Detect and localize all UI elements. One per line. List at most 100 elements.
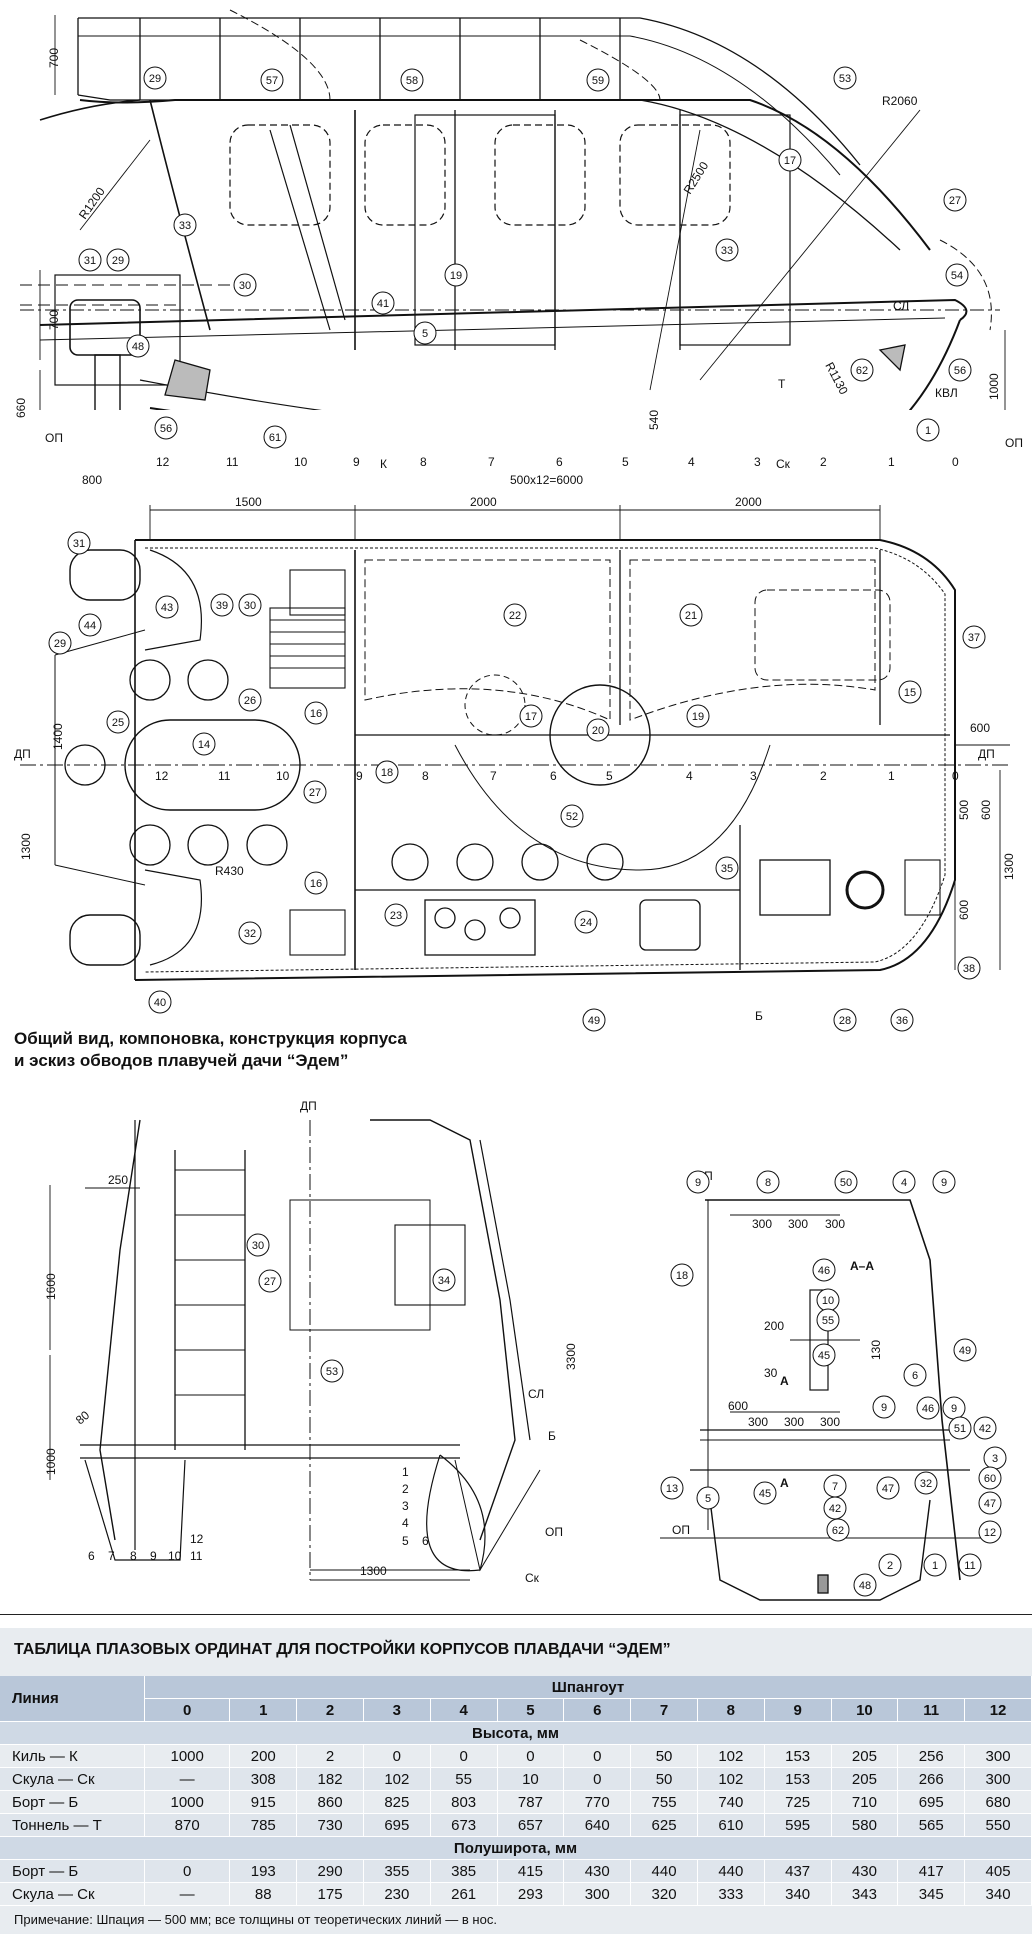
callout-7: 7: [832, 1481, 838, 1493]
callout-42a: 42: [979, 1423, 991, 1435]
callout-34: 34: [438, 1275, 450, 1287]
stern-number: 8: [130, 1549, 137, 1563]
callout-22: 22: [509, 610, 521, 622]
table-cell: 182: [296, 1767, 364, 1791]
radius-r430: R430: [215, 864, 244, 878]
callout-62: 62: [832, 1525, 844, 1537]
callout-5: 5: [705, 1493, 711, 1505]
callout-6: 6: [912, 1370, 918, 1382]
callout-19: 19: [692, 711, 704, 723]
column-header: 0: [144, 1698, 231, 1722]
table-cell: 153: [764, 1767, 832, 1791]
table-cell: 0: [563, 1767, 632, 1791]
plan-callouts: 31 43 44 29 39 30 22 21 37 15 26 16 17 1…: [48, 531, 986, 1032]
separator-line: [0, 1614, 1032, 1615]
line-k: К: [380, 457, 387, 471]
column-header: 3: [363, 1698, 431, 1722]
section-name: Высота, мм: [0, 1721, 1032, 1745]
callout-14: 14: [198, 739, 210, 751]
callout-53: 53: [839, 73, 851, 85]
plan-frame-numbers: 12 11 10 9 8 7 6 5 4 3 2 1 0: [155, 769, 959, 783]
table-cell: 193: [229, 1859, 298, 1883]
table-cell: 415: [497, 1859, 565, 1883]
callout-44: 44: [84, 620, 96, 632]
callout-29: 29: [149, 73, 161, 85]
waterline-number: 1: [402, 1465, 409, 1479]
table-cell: 580: [831, 1813, 899, 1837]
callout-2: 2: [887, 1560, 893, 1572]
table-cell: 870: [144, 1813, 231, 1837]
frame-number: 0: [952, 455, 959, 469]
callout-43: 43: [161, 602, 173, 614]
table-cell: 2: [296, 1744, 364, 1768]
callout-12: 12: [984, 1527, 996, 1539]
column-header: 5: [497, 1698, 565, 1722]
table-cell: 205: [831, 1744, 899, 1768]
table-cell: 340: [964, 1882, 1032, 1906]
table-cell: 205: [831, 1767, 899, 1791]
callout-55: 55: [822, 1315, 834, 1327]
callout-3: 3: [992, 1453, 998, 1465]
table-cell: 55: [430, 1767, 498, 1791]
waterline-number: 3: [402, 1499, 409, 1513]
frame-number: 10: [276, 769, 290, 783]
frame-number: 8: [422, 769, 429, 783]
callout-33b: 33: [721, 245, 733, 257]
dim-300a: 300: [752, 1217, 772, 1231]
table-cell: 0: [363, 1744, 431, 1768]
column-header: 12: [964, 1698, 1032, 1722]
column-header: 4: [430, 1698, 498, 1722]
callout-54: 54: [951, 270, 963, 282]
table-cell: 550: [964, 1813, 1032, 1837]
callout-52: 52: [566, 811, 578, 823]
line-op-left: ОП: [45, 431, 63, 445]
table-cell: 565: [897, 1813, 966, 1837]
callout-23: 23: [390, 910, 402, 922]
table-cell: 385: [430, 1859, 498, 1883]
callout-47b: 47: [882, 1483, 894, 1495]
body-section-labels: ДП 250 1600 3300 1000 80 1300 СЛ Б ОП Ск…: [44, 1100, 578, 1585]
table-cell: 1000: [144, 1744, 231, 1768]
frame-number: 12: [155, 769, 169, 783]
table-cell: 333: [697, 1882, 765, 1906]
callout-33: 33: [179, 220, 191, 232]
callout-25: 25: [112, 717, 124, 729]
line-sl: СЛ: [528, 1387, 544, 1401]
dim-500: 500: [957, 800, 971, 820]
stern-number: 10: [168, 1549, 182, 1563]
callout-1: 1: [932, 1560, 938, 1572]
callout-41: 41: [377, 298, 389, 310]
callout-50: 50: [840, 1177, 852, 1189]
frame-number: 2: [820, 455, 827, 469]
waterline-number: 4: [402, 1516, 409, 1530]
dim-right-height: 1000: [987, 373, 1001, 400]
radius-r2060: R2060: [882, 94, 918, 108]
row-label: Тоннель — Т: [0, 1813, 145, 1837]
table-cell: 440: [697, 1859, 765, 1883]
callout-15: 15: [904, 687, 916, 699]
callout-31: 31: [73, 538, 85, 550]
table-cell: 405: [964, 1859, 1032, 1883]
dim-250: 250: [108, 1173, 128, 1187]
column-header: 8: [697, 1698, 765, 1722]
table-cell: 345: [897, 1882, 966, 1906]
table-cell: 417: [897, 1859, 966, 1883]
row-label: Борт — Б: [0, 1790, 145, 1814]
callout-37: 37: [968, 632, 980, 644]
dim-1500: 1500: [235, 495, 262, 509]
callout-4: 4: [901, 1177, 907, 1189]
frame-number: 10: [294, 455, 308, 469]
table-cell: 102: [697, 1744, 765, 1768]
table-cell: 300: [964, 1744, 1032, 1768]
table-cell: 200: [229, 1744, 298, 1768]
body-section-callouts: 30 27 34 53: [246, 1233, 456, 1383]
callout-20: 20: [592, 725, 604, 737]
dim-200: 200: [764, 1319, 784, 1333]
